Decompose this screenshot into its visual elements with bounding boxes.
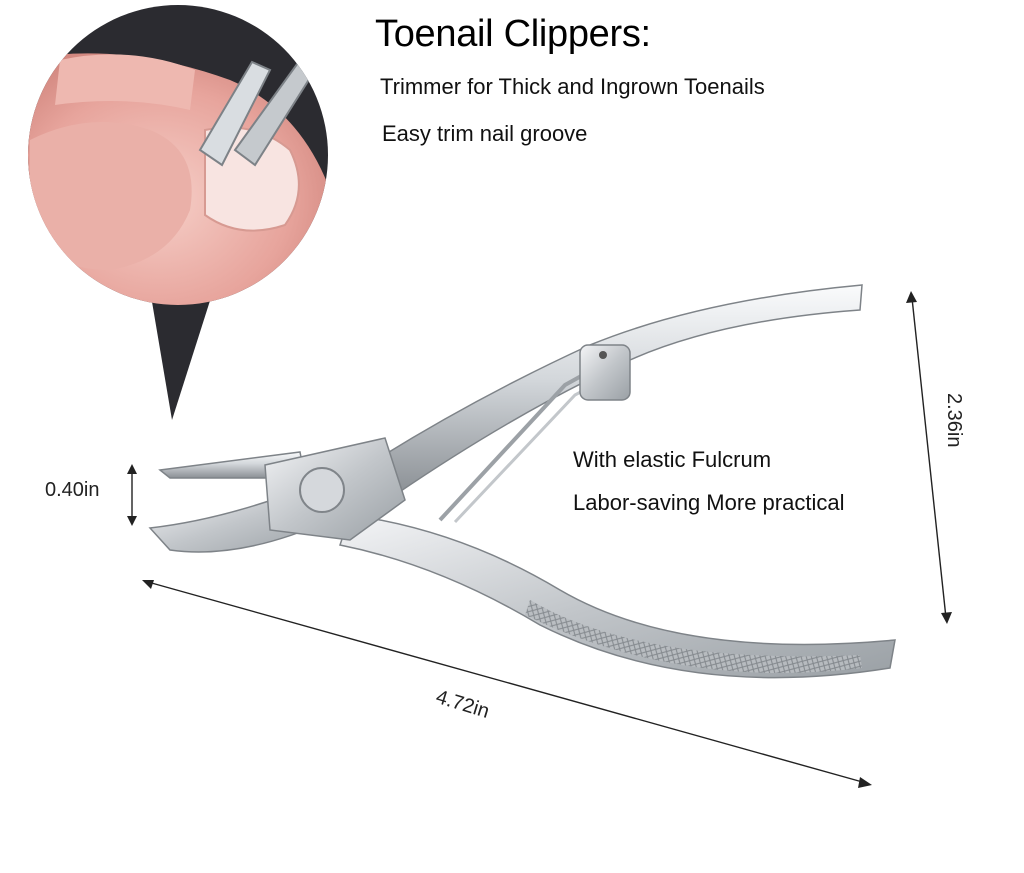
toe-closeup-bubble [28,5,328,420]
dimension-height: 2.36in [943,393,965,448]
dimension-tip-opening: 0.40in [45,479,100,501]
feature-thick-ingrown: Trimmer for Thick and Ingrown Toenails [380,74,765,99]
feature-elastic-fulcrum: With elastic Fulcrum [573,447,772,472]
feature-nail-groove: Easy trim nail groove [382,121,588,146]
dimension-arrows [127,291,952,788]
nail-clipper [148,284,896,679]
feature-labor-saving: Labor-saving More practical [573,490,845,515]
page-title: Toenail Clippers: [375,13,651,55]
